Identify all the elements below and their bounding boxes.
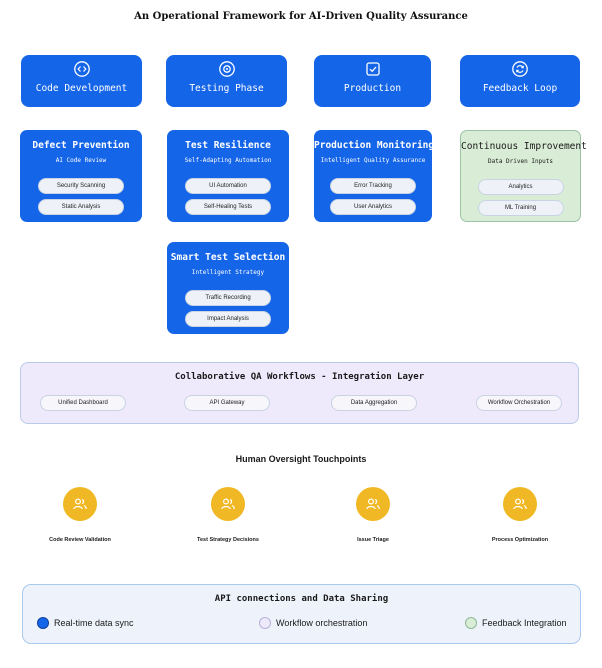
touchpoint-label: Issue Triage [357,537,389,543]
touchpoint-label: Process Optimization [491,537,549,543]
phase-production: Production [314,55,431,107]
legend-swatch [37,616,49,629]
integration-item: Workflow Orchestration [476,395,562,411]
card-subtitle: AI Code Review [55,157,107,164]
phase-label: Feedback Loop [482,83,558,94]
card-item: Analytics [477,179,564,195]
card-subtitle: Intelligent Quality Assurance [320,157,426,164]
phase-label: Testing Phase [189,83,264,94]
card-smart-test-selection: Smart Test Selection Intelligent Strateg… [167,242,289,334]
phase-testing: Testing Phase [166,55,287,107]
card-item: Security Scanning [38,178,124,194]
integration-item: Data Aggregation [331,395,417,411]
phase-label: Code Development [35,83,128,94]
card-title: Production Monitoring [314,140,435,151]
touchpoint-label: Code Review Validation [49,537,111,543]
card-title: Defect Prevention [32,140,130,151]
legend-swatch [465,616,477,629]
integration-item: Unified Dashboard [40,395,126,411]
card-subtitle: Intelligent Strategy [191,269,265,276]
card-item: Traffic Recording [185,290,271,306]
legend-swatch [259,616,271,629]
legend-label: Feedback Integration [482,618,567,628]
legend-item: Workflow orchestration [259,616,367,630]
users-icon [211,487,245,521]
phase-feedback-loop: Feedback Loop [460,55,580,107]
card-title: Continuous Improvement [461,141,587,152]
legend-item: Real-time data sync [37,616,134,630]
card-subtitle: Self-Adapting Automation [184,157,272,164]
api-title: API connections and Data Sharing [214,594,389,604]
gear-icon [218,61,235,77]
phase-code-development: Code Development [21,55,142,107]
oversight-title: Human Oversight Touchpoints [235,454,367,464]
card-title: Smart Test Selection [170,252,286,263]
card-test-resilience: Test Resilience Self-Adapting Automation… [167,130,289,222]
users-icon [503,487,537,521]
card-item: Error Tracking [330,178,416,194]
card-item: Self-Healing Tests [185,199,271,215]
legend-label: Workflow orchestration [276,618,368,628]
phase-label: Production [343,83,402,94]
users-icon [356,487,390,521]
card-item: ML Training [477,200,564,216]
card-title: Test Resilience [185,140,271,151]
card-item: Impact Analysis [185,311,271,327]
code-icon [73,61,90,77]
card-item: Static Analysis [38,199,124,215]
card-defect-prevention: Defect Prevention AI Code Review Securit… [20,130,142,222]
touchpoint-label: Test Strategy Decisions [197,537,259,543]
monitor-check-icon [365,61,381,77]
card-subtitle: Data Driven Inputs [487,158,554,165]
card-item: User Analytics [330,199,416,215]
api-legend: API connections and Data Sharing Real-ti… [22,584,581,644]
card-item: UI Automation [185,178,271,194]
integration-title: Collaborative QA Workflows - Integration… [174,372,425,382]
diagram-title: An Operational Framework for AI-Driven Q… [134,11,468,22]
integration-layer: Collaborative QA Workflows - Integration… [20,362,579,424]
legend-item: Feedback Integration [465,616,567,630]
integration-item: API Gateway [184,395,270,411]
card-continuous-improvement: Continuous Improvement Data Driven Input… [460,130,587,222]
legend-label: Real-time data sync [54,618,134,628]
users-icon [63,487,97,521]
refresh-icon [512,61,528,77]
card-production-monitoring: Production Monitoring Intelligent Qualit… [314,130,435,222]
